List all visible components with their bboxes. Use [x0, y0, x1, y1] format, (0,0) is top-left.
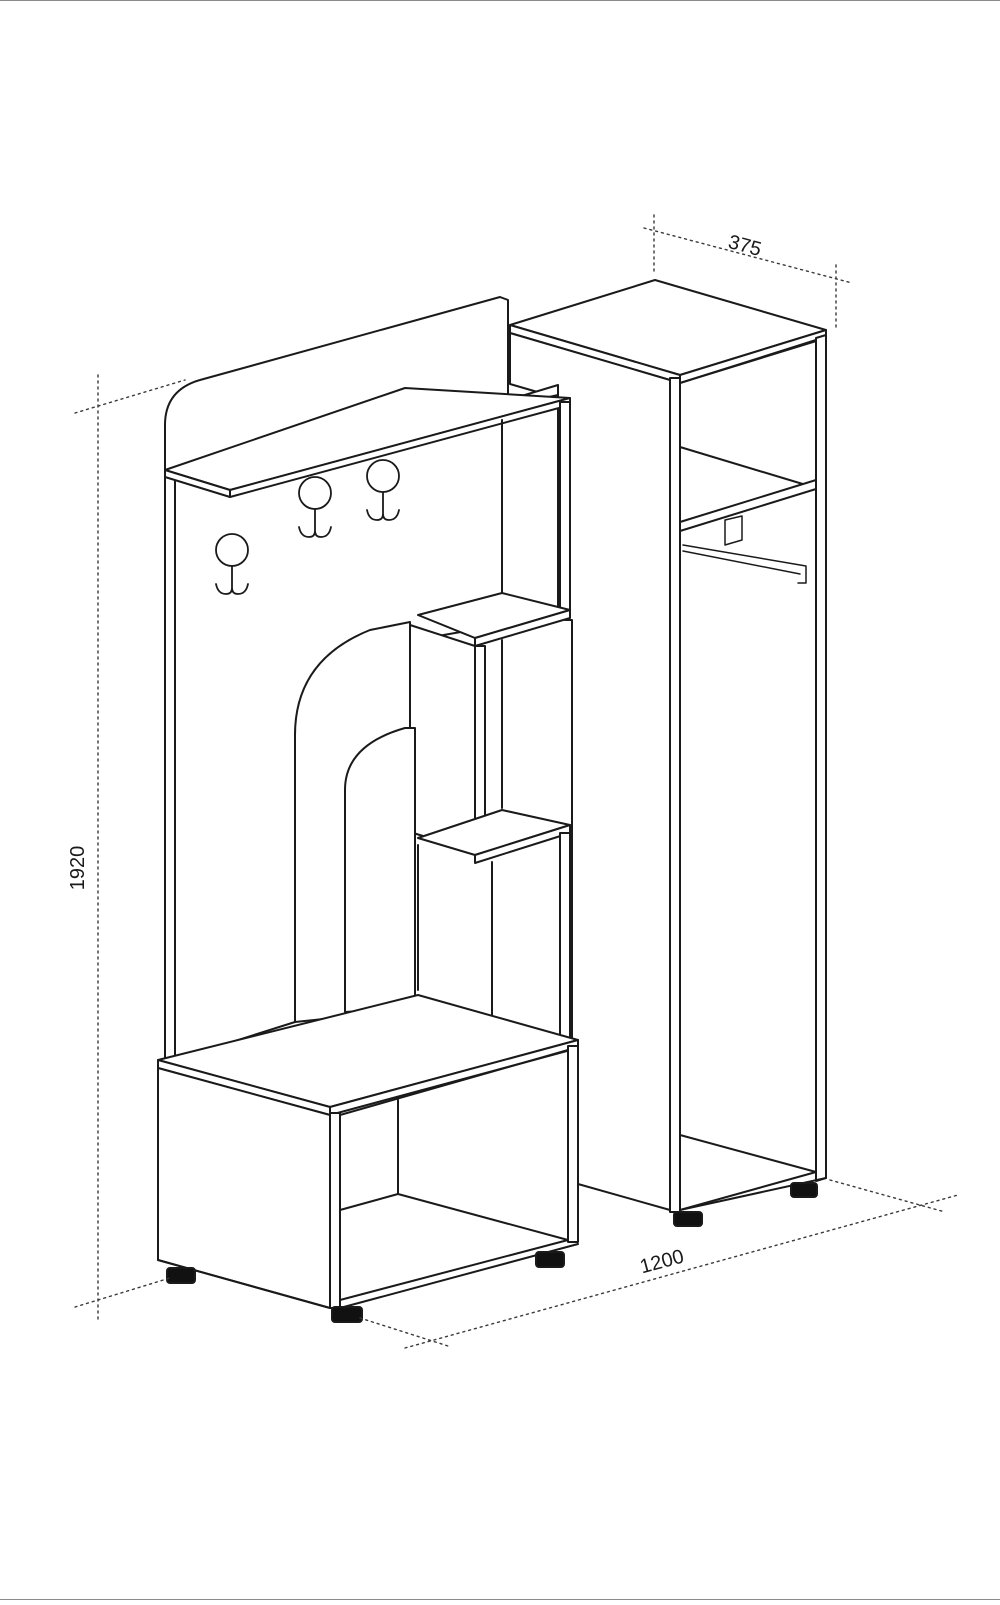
depth-dimension-label: 375	[726, 231, 764, 261]
wardrobe-front-left-edge	[669, 377, 681, 1213]
arch-panel-inner	[344, 727, 416, 1013]
wardrobe-interior-back	[679, 339, 817, 384]
wardrobe-column	[509, 279, 827, 1227]
wardrobe-right-edge	[815, 334, 827, 1182]
bench-cabinet	[157, 994, 579, 1323]
bench-foot-left	[166, 1267, 196, 1284]
lower-cubby-right	[559, 832, 571, 1039]
hanging-rail-bar	[682, 550, 801, 575]
middle-shelf-front	[474, 609, 571, 647]
hook-icon	[298, 476, 332, 538]
bench-inner-top	[339, 1049, 569, 1116]
bench-foot-front	[331, 1306, 363, 1323]
vertical-divider	[409, 624, 476, 853]
bench-foot-right	[535, 1251, 565, 1268]
wardrobe-bottom-shelf	[679, 1134, 817, 1211]
wardrobe-shelf-front	[679, 479, 817, 532]
coat-hooks	[215, 459, 400, 595]
width-dimension-label: 1200	[638, 1246, 687, 1279]
bench-bottom-shelf	[339, 1193, 569, 1301]
height-dim-ext-bottom	[74, 1277, 171, 1308]
height-dimension-label: 1920	[67, 846, 89, 891]
shelf-upright-right	[559, 401, 571, 618]
width-dim-ext-right	[829, 1179, 946, 1213]
hanging-rail-bracket	[724, 515, 743, 546]
coat-panel	[164, 296, 571, 1061]
wardrobe-foot-right	[790, 1182, 818, 1198]
wardrobe-foot-left	[673, 1211, 703, 1227]
width-dim-ext-left	[359, 1317, 449, 1347]
hook-icon	[215, 533, 249, 595]
bench-front-edge	[329, 1112, 341, 1309]
hook-icon	[366, 459, 400, 521]
width-dim-line	[404, 1194, 959, 1349]
bench-right-edge	[567, 1045, 579, 1243]
depth-dim-line	[643, 227, 853, 284]
height-dim-ext-top	[74, 379, 186, 414]
top-border	[0, 0, 1000, 1]
hanging-rail	[682, 544, 807, 584]
